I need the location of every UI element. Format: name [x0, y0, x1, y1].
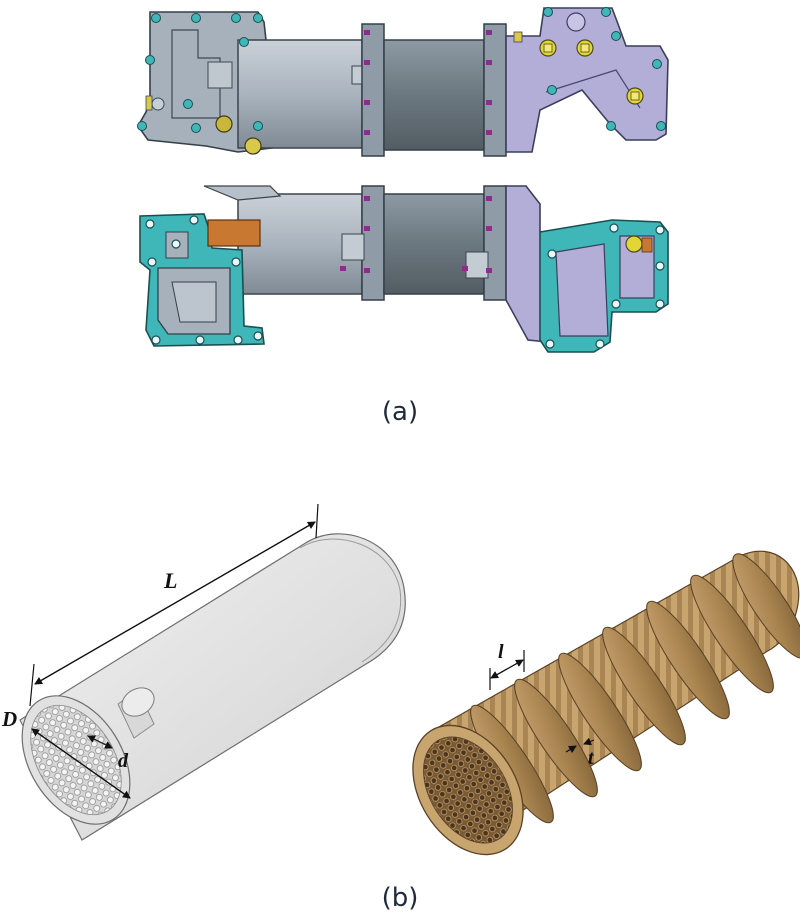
yellow-plug-bottom [625, 235, 643, 253]
caption-b: (b) [382, 883, 419, 913]
flange-bolts-top [364, 30, 492, 135]
dim-t-arrow-left [565, 745, 577, 754]
baffle [646, 600, 730, 720]
dim-d-label: d [118, 750, 129, 772]
dim-L-line [34, 521, 316, 685]
inlet-nozzle [117, 687, 155, 739]
flange-right-bottom [483, 185, 507, 301]
baffle [690, 574, 774, 694]
dim-L-label: L [163, 568, 177, 593]
egr-cooler-bottom-view [139, 185, 669, 353]
baffles [470, 553, 800, 824]
flange-right-top [483, 23, 507, 157]
copper-insert [641, 237, 653, 253]
shell-dark-bottom [383, 193, 485, 295]
housing-top-lip [203, 185, 282, 201]
flange-left-bottom [361, 185, 385, 301]
right-cover-top [505, 7, 669, 153]
shell-model: L D d [1, 503, 406, 841]
housing-rib [171, 29, 221, 119]
cover-boss [566, 12, 586, 32]
tube-bundle-model: l t [412, 550, 800, 856]
housing-pocket [207, 61, 233, 89]
teal-fasteners-top [137, 7, 666, 133]
dim-L-ext-left [29, 663, 35, 707]
housing-port [151, 97, 165, 111]
fitting-left [215, 115, 233, 133]
teal-fasteners-bottom [145, 215, 665, 349]
dim-t-arrow-right [583, 737, 595, 746]
yellow-plugs [539, 39, 644, 105]
cover-valve [513, 31, 523, 43]
copper-block [207, 219, 261, 247]
dim-D-line [31, 728, 131, 799]
dim-t-label: t [588, 747, 595, 769]
shell-dark-top [383, 39, 485, 151]
dim-l-label: l [498, 641, 504, 663]
bundle-tube-holes [423, 736, 513, 844]
caption-a: (a) [382, 397, 418, 427]
baffle [602, 626, 686, 746]
yellow-plug-left [145, 95, 153, 111]
panel-a: (a) [137, 7, 669, 427]
left-housing-inner [171, 281, 217, 323]
flange-bolts-bottom [340, 196, 492, 273]
mount-bracket-right [465, 251, 489, 279]
dim-L-ext-right [315, 503, 319, 539]
right-cover-pocket [555, 243, 609, 337]
shell-far-edge [299, 538, 402, 663]
baffle [558, 652, 642, 772]
shell-body-top [237, 39, 363, 149]
baffle [732, 553, 800, 659]
dim-D-label: D [1, 707, 17, 731]
baffle [514, 678, 598, 798]
flange-left-top [361, 23, 385, 157]
fitting-bottom [244, 137, 262, 155]
mount-bracket-left [341, 233, 365, 261]
dim-d-line [87, 735, 113, 749]
dim-l-line [490, 659, 524, 679]
egr-cooler-top-view [137, 7, 669, 157]
